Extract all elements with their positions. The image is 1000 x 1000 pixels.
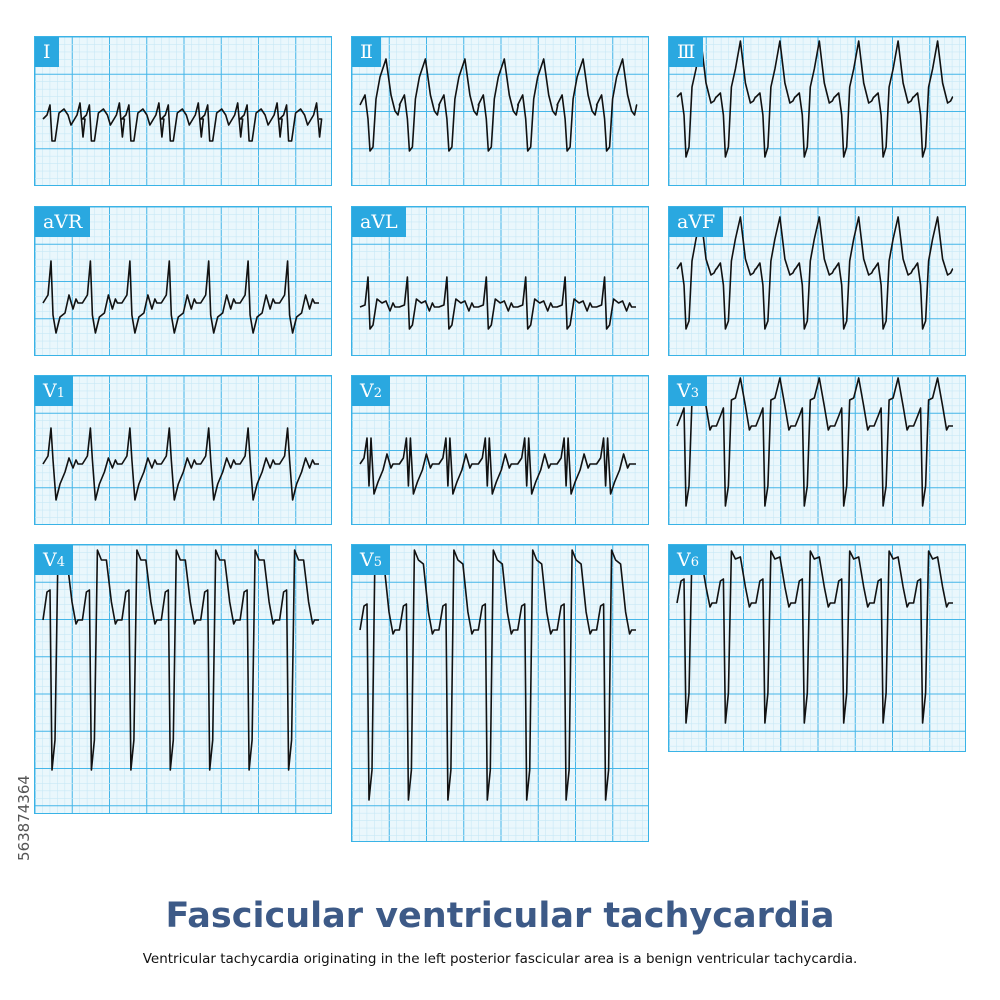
ecg-panel-aVL: aVL (351, 206, 649, 356)
ecg-panel-V3: V3 (668, 375, 966, 525)
ecg-trace-I (42, 102, 323, 142)
ecg-grid-II (352, 37, 648, 185)
ecg-trace-III (676, 40, 954, 158)
ecg-trace-aVL (359, 276, 636, 330)
ecg-panel-aVR: aVR (34, 206, 332, 356)
ecg-trace-V1 (42, 427, 319, 501)
ecg-trace-V5 (359, 549, 636, 801)
lead-label-V4: V4 (35, 545, 74, 575)
ecg-panel-III: Ⅲ (668, 36, 966, 186)
lead-label-V2: V2 (352, 376, 391, 406)
lead-label-V5: V5 (352, 545, 391, 575)
ecg-grid-I (35, 37, 331, 185)
ecg-grid-aVL (352, 207, 648, 355)
figure-title: Fascicular ventricular tachycardia (165, 896, 835, 936)
ecg-grid-III (669, 37, 965, 185)
lead-label-I: Ⅰ (35, 37, 59, 67)
ecg-panel-V6: V6 (668, 544, 966, 752)
ecg-trace-V2 (359, 437, 636, 495)
figure-caption: Ventricular tachycardia originating in t… (142, 951, 858, 967)
ecg-panel-II: Ⅱ (351, 36, 649, 186)
lead-label-III: Ⅲ (669, 37, 704, 67)
ecg-trace-aVR (42, 260, 319, 334)
lead-label-II: Ⅱ (352, 37, 381, 67)
ecg-grid-V2 (352, 376, 648, 524)
lead-label-V3: V3 (669, 376, 708, 406)
ecg-grid-V5 (352, 545, 648, 841)
lead-label-aVR: aVR (35, 207, 91, 237)
lead-label-aVF: aVF (669, 207, 724, 237)
lead-label-V6: V6 (669, 545, 708, 575)
ecg-panel-V1: V1 (34, 375, 332, 525)
lead-label-aVL: aVL (352, 207, 406, 237)
ecg-grid-V1 (35, 376, 331, 524)
ecg-panel-I: Ⅰ (34, 36, 332, 186)
ecg-grid-V6 (669, 545, 965, 751)
ecg-grid-V3 (669, 376, 965, 524)
ecg-panel-V5: V5 (351, 544, 649, 842)
ecg-panel-aVF: aVF (668, 206, 966, 356)
stock-id: 563874364 (15, 775, 33, 861)
ecg-grid-V4 (35, 545, 331, 813)
ecg-trace-II (359, 58, 638, 152)
ecg-trace-V4 (42, 549, 319, 771)
ecg-trace-V6 (676, 550, 953, 724)
ecg-panel-V2: V2 (351, 375, 649, 525)
ecg-trace-V3 (676, 377, 953, 507)
ecg-trace-aVF (676, 216, 954, 330)
ecg-panel-V4: V4 (34, 544, 332, 814)
lead-label-V1: V1 (35, 376, 74, 406)
